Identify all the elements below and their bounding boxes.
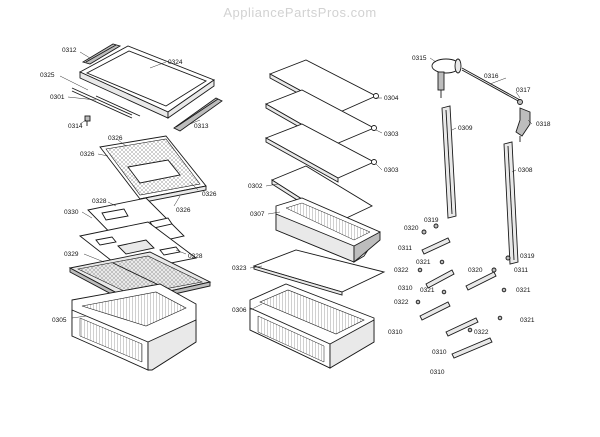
- slide-rail-0310b: [419, 301, 451, 321]
- fastener-0322b: [415, 299, 421, 305]
- callout-0322-b: 0322: [394, 299, 409, 306]
- callout-0302: 0302: [248, 183, 263, 190]
- callout-0313: 0313: [194, 123, 209, 130]
- rail-0308: [503, 141, 519, 265]
- callout-0325: 0325: [40, 72, 55, 79]
- glass-shelf-0303b: [264, 123, 377, 183]
- screw-0314: [84, 115, 91, 126]
- callout-0310-a: 0310: [398, 285, 413, 292]
- callout-0306: 0306: [232, 307, 247, 314]
- bushing-0317: [517, 99, 523, 105]
- motor-0315: [431, 58, 462, 98]
- callout-0310-c: 0310: [432, 349, 447, 356]
- callout-0321-c: 0321: [516, 287, 531, 294]
- callout-0308: 0308: [518, 167, 533, 174]
- callout-0303-b: 0303: [384, 167, 399, 174]
- callout-0329: 0329: [64, 251, 79, 258]
- callout-0305: 0305: [52, 317, 67, 324]
- callout-0330: 0330: [64, 209, 79, 216]
- callout-0328-top: 0328: [92, 198, 107, 205]
- callout-0322-a: 0322: [394, 267, 409, 274]
- callout-0322-c: 0322: [474, 329, 489, 336]
- bracket-0318: [515, 107, 531, 142]
- callout-0326-top: 0326: [108, 135, 123, 142]
- rail-0309: [441, 105, 457, 219]
- callout-0317: 0317: [516, 87, 531, 94]
- callout-labels: 0312 0324 0325 0301 0314 0313 0326 0326 …: [40, 47, 551, 376]
- slide-rail-0310d: [451, 337, 493, 359]
- callout-0320-a: 0320: [404, 225, 419, 232]
- callout-0307: 0307: [250, 211, 265, 218]
- drawer-0306: [249, 283, 375, 369]
- slide-rail-0310a: [425, 269, 455, 289]
- leader-lines: [59, 51, 533, 319]
- crisper-drawer-0305: [71, 283, 197, 371]
- callout-0310-d: 0310: [430, 369, 445, 376]
- clip-0319a: [433, 223, 439, 229]
- support-rod-0301: [71, 87, 141, 119]
- clip-0320b: [491, 267, 497, 273]
- fastener-0321d: [497, 315, 503, 321]
- clip-0320a: [421, 229, 427, 235]
- callout-0304: 0304: [384, 95, 399, 102]
- slide-rail-0311b: [465, 271, 497, 291]
- rail-part-0312: [81, 43, 122, 65]
- callout-0318: 0318: [536, 121, 551, 128]
- fastener-0321c: [501, 287, 507, 293]
- callout-0319-b: 0319: [520, 253, 535, 260]
- callout-0309: 0309: [458, 125, 473, 132]
- rod-0316: [461, 67, 521, 103]
- callout-0321-a: 0321: [416, 259, 431, 266]
- fastener-0321a: [439, 259, 445, 265]
- callout-0320-b: 0320: [468, 267, 483, 274]
- fastener-0321b: [441, 289, 447, 295]
- callout-0316: 0316: [484, 73, 499, 80]
- callout-0315: 0315: [412, 55, 427, 62]
- callout-0311-a: 0311: [398, 245, 412, 252]
- callout-0326-right: 0326: [202, 191, 217, 198]
- callout-0326-bottom: 0326: [176, 207, 191, 214]
- callout-0328-bottom: 0328: [188, 253, 203, 260]
- callout-0321-b: 0321: [420, 287, 435, 294]
- callout-0312: 0312: [62, 47, 77, 54]
- callout-0324: 0324: [168, 59, 183, 66]
- glass-shelf-0324: [78, 45, 215, 119]
- callout-0321-d: 0321: [520, 317, 535, 324]
- callout-0319-a: 0319: [424, 217, 439, 224]
- callout-0323: 0323: [232, 265, 247, 272]
- callout-0301: 0301: [50, 94, 65, 101]
- clip-0319b: [505, 255, 511, 261]
- slide-rail-0310c: [445, 317, 479, 337]
- callout-0311-b: 0311: [514, 267, 528, 274]
- callout-0310-b: 0310: [388, 329, 403, 336]
- fastener-0322a: [417, 267, 423, 273]
- fastener-0322c: [467, 327, 473, 333]
- rail-part-0313: [173, 97, 223, 132]
- drawer-0307: [275, 197, 381, 263]
- callout-0314: 0314: [68, 123, 83, 130]
- glass-plate-0323: [252, 249, 386, 296]
- callout-0326-left: 0326: [80, 151, 95, 158]
- crisper-cover-0326: [99, 135, 207, 204]
- watermark: AppliancePartsPros.com: [223, 5, 377, 20]
- slide-rail-0311a: [421, 237, 451, 255]
- callout-0303-a: 0303: [384, 131, 399, 138]
